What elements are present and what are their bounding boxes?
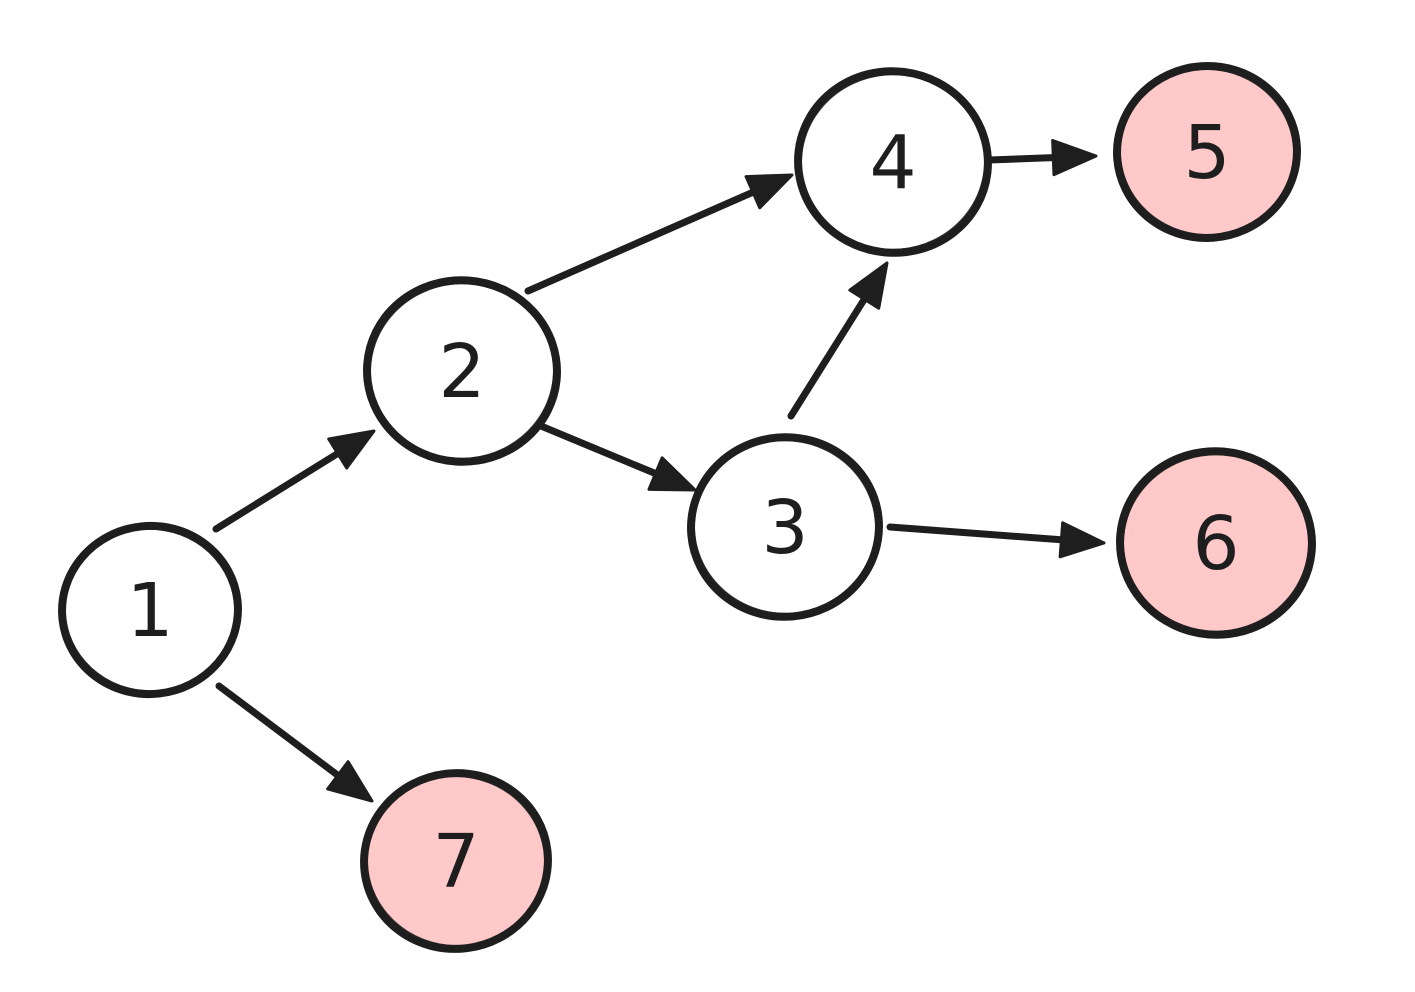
node-label: 5 (1183, 110, 1230, 196)
edge-3-to-4 (787, 261, 889, 420)
edge-shaft (787, 287, 873, 420)
node-5: 5 (1113, 62, 1301, 242)
arrowhead-icon (744, 173, 794, 210)
arrowhead-icon (1051, 139, 1098, 177)
node-circle-sketch-stroke (796, 70, 990, 254)
arrowhead-icon (327, 429, 376, 470)
edge-3-to-6 (886, 521, 1106, 559)
node-7: 7 (360, 769, 552, 953)
arrowhead-icon (1058, 521, 1106, 559)
edge-2-to-4 (524, 173, 794, 295)
edge-1-to-2 (212, 429, 376, 533)
edge-shaft (212, 444, 350, 533)
edge-2-to-3 (537, 422, 697, 492)
edge-shaft (886, 523, 1075, 545)
edge-shaft (985, 153, 1067, 164)
node-label: 2 (438, 329, 485, 415)
node-2: 2 (363, 276, 561, 466)
node-1: 1 (58, 521, 242, 699)
node-circle-sketch-stroke (362, 771, 550, 951)
node-4: 4 (794, 67, 992, 257)
nodes-layer: 1 2 3 4 5 6 7 (58, 62, 1316, 953)
arrowhead-icon (848, 261, 889, 310)
edge-1-to-7 (215, 682, 374, 803)
node-label: 4 (869, 120, 916, 206)
edge-4-to-5 (985, 139, 1098, 177)
node-circle-sketch-stroke (1115, 64, 1299, 240)
node-circle-sketch-stroke (365, 279, 559, 463)
edges-layer (212, 139, 1106, 803)
edge-shaft (215, 682, 350, 785)
node-circle-sketch-stroke (689, 436, 881, 618)
arrowhead-icon (326, 760, 374, 803)
node-3: 3 (687, 433, 883, 621)
arrowhead-icon (647, 456, 697, 492)
node-label: 6 (1192, 501, 1239, 587)
node-label: 3 (761, 485, 808, 571)
node-label: 1 (126, 568, 173, 654)
edge-shaft (524, 184, 766, 295)
node-6: 6 (1116, 447, 1316, 639)
node-circle-sketch-stroke (60, 524, 240, 696)
edge-shaft (537, 422, 668, 481)
node-label: 7 (432, 819, 479, 905)
node-circle-sketch-stroke (1118, 450, 1314, 636)
